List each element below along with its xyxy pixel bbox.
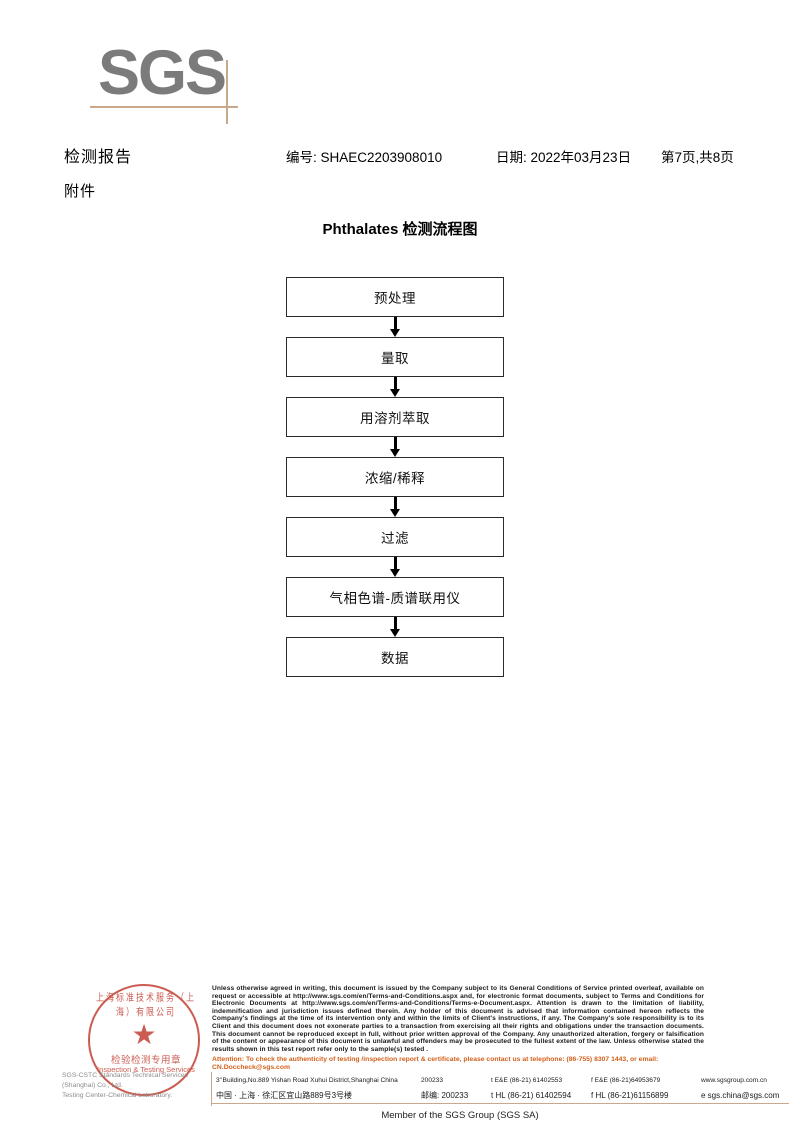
flow-node-pretreatment: 预处理 bbox=[286, 277, 504, 317]
logo-vertical-rule bbox=[226, 60, 228, 124]
website-link[interactable]: www.sgsgroup.com.cn bbox=[701, 1077, 767, 1084]
member-notice: Member of the SGS Group (SGS SA) bbox=[381, 1110, 539, 1121]
document-header: 检测报告 编号: SHAEC2203908010 日期: 2022年03月23日… bbox=[64, 143, 764, 167]
address-en: 3" Building,No.889 Yishan Road Xuhui Dis… bbox=[216, 1077, 398, 1084]
phone-cn-1: t HL (86-21) 61402594 bbox=[491, 1091, 572, 1100]
logo-horizontal-rule bbox=[90, 106, 238, 108]
seal-en-label: Inspection & Testing Services bbox=[97, 1065, 195, 1074]
flow-node-data: 数据 bbox=[286, 637, 504, 677]
flow-node-gcms: 气相色谱-质谱联用仪 bbox=[286, 577, 504, 617]
address-divider-vertical bbox=[211, 1072, 213, 1106]
laboratory-company-name: SGS-CSTC Standards Technical Services (S… bbox=[62, 1071, 212, 1101]
zip-en: 200233 bbox=[421, 1077, 444, 1084]
seal-arc-text: 上海标准技术服务（上海）有限公司 bbox=[96, 992, 196, 1018]
sgs-logo-text: SGS bbox=[98, 38, 227, 108]
flow-arrow-down-icon bbox=[286, 437, 504, 457]
attachment-label: 附件 bbox=[64, 183, 97, 200]
page-number: 第7页,共8页 bbox=[661, 150, 734, 165]
email-link[interactable]: e sgs.china@sgs.com bbox=[701, 1091, 780, 1100]
address-row-cn: 中国 · 上海 · 徐汇区宜山路889号3号楼 邮编: 200233 t HL … bbox=[216, 1088, 791, 1103]
official-seal-stamp: 上海标准技术服务（上海）有限公司 ★ 检验检测专用章 Inspection & … bbox=[88, 984, 200, 1096]
legal-disclaimer: Unless otherwise agreed in writing, this… bbox=[212, 985, 704, 1053]
flow-node-filtration: 过滤 bbox=[286, 517, 504, 557]
zip-cn: 邮编: 200233 bbox=[421, 1091, 469, 1100]
address-cn: 中国 · 上海 · 徐汇区宜山路889号3号楼 bbox=[216, 1091, 353, 1100]
company-line-2: Testing Center-Chemical Laboratory. bbox=[62, 1092, 173, 1099]
seal-cn-label: 检验检测专用章 bbox=[110, 1055, 181, 1066]
flow-arrow-down-icon bbox=[286, 617, 504, 637]
phone-cn-2: f HL (86-21)61156899 bbox=[591, 1091, 669, 1100]
flowchart: 预处理 量取 用溶剂萃取 浓缩/稀释 过滤 气相色谱-质谱联用仪 数据 bbox=[286, 277, 504, 677]
address-row-en: 3" Building,No.889 Yishan Road Xuhui Dis… bbox=[216, 1073, 791, 1088]
phone-en-1: t E&E (86-21) 61402553 bbox=[491, 1077, 563, 1084]
flow-node-concentrate-dilute: 浓缩/稀释 bbox=[286, 457, 504, 497]
address-block: 3" Building,No.889 Yishan Road Xuhui Dis… bbox=[216, 1073, 791, 1103]
star-icon: ★ bbox=[131, 1019, 157, 1050]
flow-node-solvent-extraction: 用溶剂萃取 bbox=[286, 397, 504, 437]
flowchart-title: Phthalates 检测流程图 bbox=[322, 221, 478, 238]
report-date: 日期: 2022年03月23日 bbox=[496, 150, 632, 165]
sgs-logo: SGS bbox=[90, 38, 258, 124]
flow-arrow-down-icon bbox=[286, 497, 504, 517]
flow-node-measure: 量取 bbox=[286, 337, 504, 377]
attention-notice: Attention: To check the authenticity of … bbox=[212, 1056, 659, 1071]
report-number: 编号: SHAEC2203908010 bbox=[286, 150, 443, 165]
flow-arrow-down-icon bbox=[286, 317, 504, 337]
phone-en-2: f E&E (86-21)64953679 bbox=[591, 1077, 661, 1084]
flow-arrow-down-icon bbox=[286, 377, 504, 397]
flow-arrow-down-icon bbox=[286, 557, 504, 577]
company-line-1: SGS-CSTC Standards Technical Services (S… bbox=[62, 1072, 189, 1089]
page-title: 检测报告 bbox=[64, 149, 133, 166]
address-divider-horizontal bbox=[211, 1103, 789, 1105]
